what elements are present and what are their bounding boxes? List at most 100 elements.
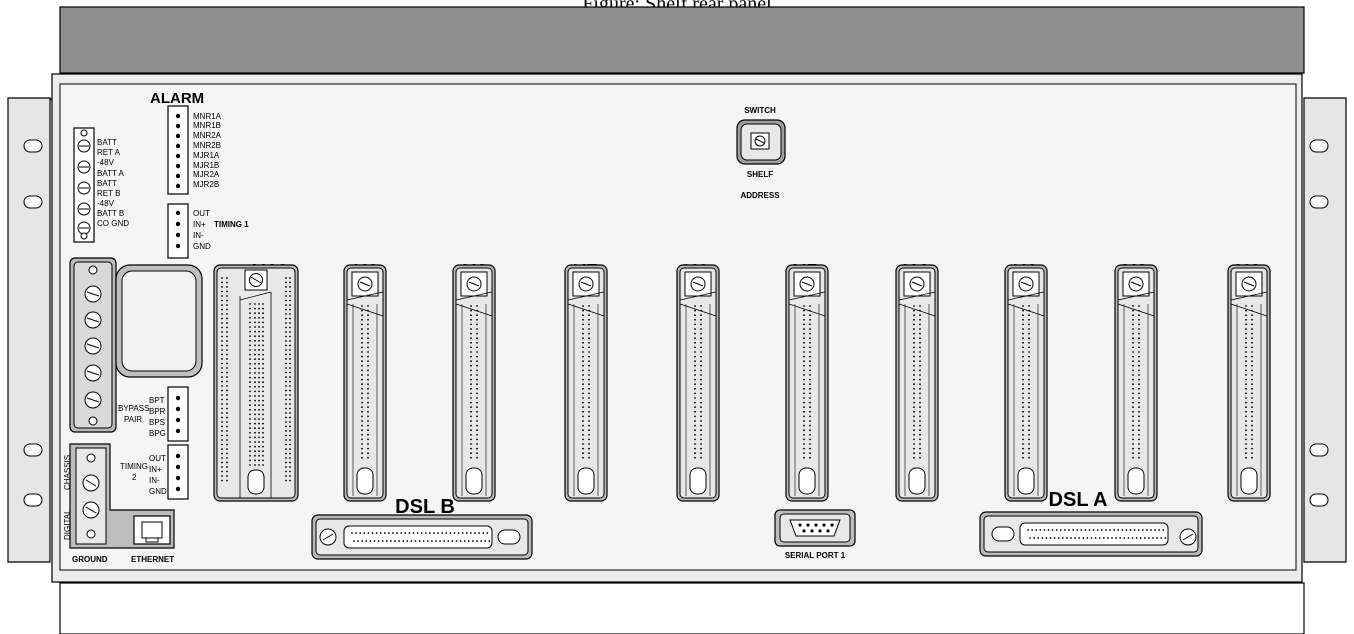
pin [1022,360,1024,363]
timing1-pin-label: IN+ [193,220,206,229]
pin [919,424,921,427]
pin [1245,401,1247,404]
pin [470,532,472,534]
pin [476,332,478,335]
pin [289,394,291,396]
pin [226,475,228,477]
pin [426,540,429,542]
alarm-pin-label: MJR2A [193,170,220,179]
main-power-terminal [69,257,117,433]
pin [694,410,696,413]
pin [809,456,811,459]
pin [258,422,260,425]
pin [1132,360,1134,363]
pin [221,452,223,455]
pin [1028,323,1030,326]
pin [289,313,291,315]
pin [1245,429,1247,432]
pin [258,390,260,393]
pin [1028,410,1030,413]
pin [806,523,810,527]
pin [919,355,921,358]
pin [803,318,805,321]
pin [361,392,363,395]
pin [285,286,287,288]
pin [700,374,702,376]
pin [175,210,181,216]
pin [1132,438,1134,441]
pin [1028,374,1030,376]
pin [1022,424,1024,427]
pin [221,335,223,338]
pin [388,532,390,534]
pin [367,410,369,413]
pin [249,404,251,407]
pin [476,429,478,432]
pin [254,321,256,324]
pin [289,317,291,320]
pin [694,452,696,455]
pin [254,358,256,361]
pin [1132,397,1134,399]
pin [289,308,291,311]
pin [694,433,696,436]
pin [1127,537,1130,539]
pin [254,431,256,434]
screw-icon [357,276,373,292]
pin [1066,537,1068,539]
pin [1022,410,1024,413]
pin [582,346,584,349]
pin [254,312,256,315]
pin [226,358,228,360]
pin [367,406,369,409]
pin [582,383,584,386]
pin [582,456,584,459]
bypass-pin-label: BPG [149,429,166,438]
pin [254,395,256,397]
pin [289,452,291,455]
pin [285,394,287,396]
pin [694,332,696,335]
pin [367,309,369,312]
pin [803,392,805,395]
pin [285,308,287,311]
pin [289,335,291,338]
latch [356,467,374,495]
pin [254,408,256,411]
pin [289,430,291,432]
pin [1022,351,1024,353]
pin [361,415,363,418]
pin [379,532,382,534]
pin [1245,369,1247,372]
pin [262,385,264,388]
pin [588,360,590,363]
pin [429,532,431,534]
pin [1033,537,1035,539]
pin [1251,314,1253,317]
bypass-title: PAIR [124,415,142,424]
pin [803,447,805,450]
pin [361,309,363,312]
pin [803,401,805,404]
pin [1028,424,1030,427]
pin [1028,318,1030,321]
pin [803,323,805,326]
pin [285,358,287,360]
pin [367,532,370,534]
ground-title: GROUND [72,555,108,564]
pin [1028,438,1030,441]
pin [582,318,584,321]
pin [1251,374,1253,376]
pin [254,450,256,453]
pin [803,337,805,340]
pin [226,439,228,441]
pin [285,331,287,333]
pin [700,456,702,459]
screw-icon [77,160,91,174]
pin [249,349,251,351]
pin [913,337,915,340]
pin [1028,443,1030,445]
pin [582,374,584,376]
pin [221,286,223,288]
pin [1053,537,1056,539]
